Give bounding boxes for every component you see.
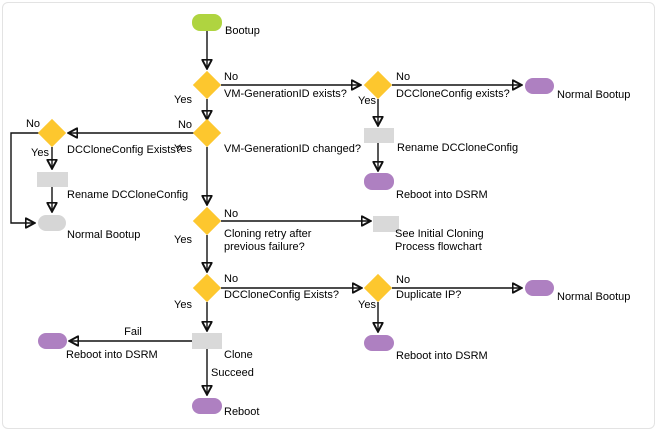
edge-label-fail-clone: Fail (124, 326, 142, 338)
node-reboot (192, 398, 222, 414)
node-normal-bootup-top-right (525, 78, 554, 94)
node-label-reboot-into-dsrm-bottom-left: Reboot into DSRM (66, 349, 158, 361)
node-label-vm-generationid-changed: VM-GenerationID changed? (224, 143, 361, 155)
node-label-normal-bootup-left: Normal Bootup (67, 229, 141, 241)
node-label-reboot-into-dsrm-right: Reboot into DSRM (396, 189, 488, 201)
edge-label-yes-duplicate-ip: Yes (358, 299, 376, 311)
edge-label-succeed-clone: Succeed (211, 367, 254, 379)
node-label-dccloneconfig-exists-top: DCCloneConfig exists? (396, 88, 510, 100)
edge-label-no-vm-generationid-exists: No (224, 71, 239, 83)
canvas-border (2, 2, 655, 429)
edge-label-no-cloning-retry: No (224, 208, 239, 220)
edge-label-no-dccloneconfig-exists-bottom: No (224, 273, 239, 285)
node-see-initial-cloning (373, 216, 399, 232)
edge-dccloneconfig-exists-left-no-to-normal-bootup-left (10, 132, 39, 223)
node-reboot-into-dsrm-right (364, 173, 394, 190)
node-normal-bootup-bottom-right (525, 280, 554, 296)
edge-label-no-dccloneconfig-exists-top: No (396, 71, 411, 83)
node-bootup (192, 14, 222, 31)
node-rename-dccloneconfig-left (37, 172, 68, 187)
node-label-rename-dccloneconfig-left: Rename DCCloneConfig (67, 189, 189, 201)
node-clone (192, 333, 222, 349)
node-label-rename-dccloneconfig-right: Rename DCCloneConfig (397, 142, 519, 154)
edge-label-yes-vm-generationid-exists: Yes (174, 94, 192, 106)
edge-label-yes-dccloneconfig-exists-bottom: Yes (174, 299, 192, 311)
edge-label-no-vm-generationid-changed: No (177, 119, 192, 131)
node-normal-bootup-left (38, 215, 66, 231)
node-label-vm-generationid-exists: VM-GenerationID exists? (224, 88, 347, 100)
node-rename-dccloneconfig-right (364, 128, 394, 143)
node-label-reboot-into-dsrm-bottom-right: Reboot into DSRM (396, 350, 488, 362)
node-label-normal-bootup-bottom-right: Normal Bootup (557, 291, 631, 303)
node-label-reboot: Reboot (224, 406, 260, 418)
edge-label-yes-dccloneconfig-exists-top: Yes (358, 95, 376, 107)
node-reboot-into-dsrm-bottom-left (38, 333, 67, 349)
node-label-bootup: Bootup (225, 25, 260, 37)
node-label-normal-bootup-top-right: Normal Bootup (557, 89, 631, 101)
node-label-dccloneconfig-exists-left: DCCloneConfig Exists? (67, 144, 182, 156)
node-label-cloning-retry: Cloning retry after previous failure? (224, 228, 312, 253)
edge-label-yes-cloning-retry: Yes (174, 234, 192, 246)
node-label-clone: Clone (224, 349, 253, 361)
edge-label-no-duplicate-ip: No (396, 274, 411, 286)
node-label-dccloneconfig-exists-bottom: DCCloneConfig Exists? (224, 289, 339, 301)
edge-label-yes-dccloneconfig-exists-left: Yes (31, 147, 49, 159)
node-label-see-initial-cloning: See Initial Cloning Process flowchart (395, 228, 484, 253)
node-label-duplicate-ip: Duplicate IP? (396, 289, 462, 301)
edge-label-no-dccloneconfig-exists-left: No (25, 118, 40, 130)
edge-label-yes-vm-generationid-changed: Yes (174, 143, 192, 155)
node-reboot-into-dsrm-bottom-right (364, 335, 394, 351)
